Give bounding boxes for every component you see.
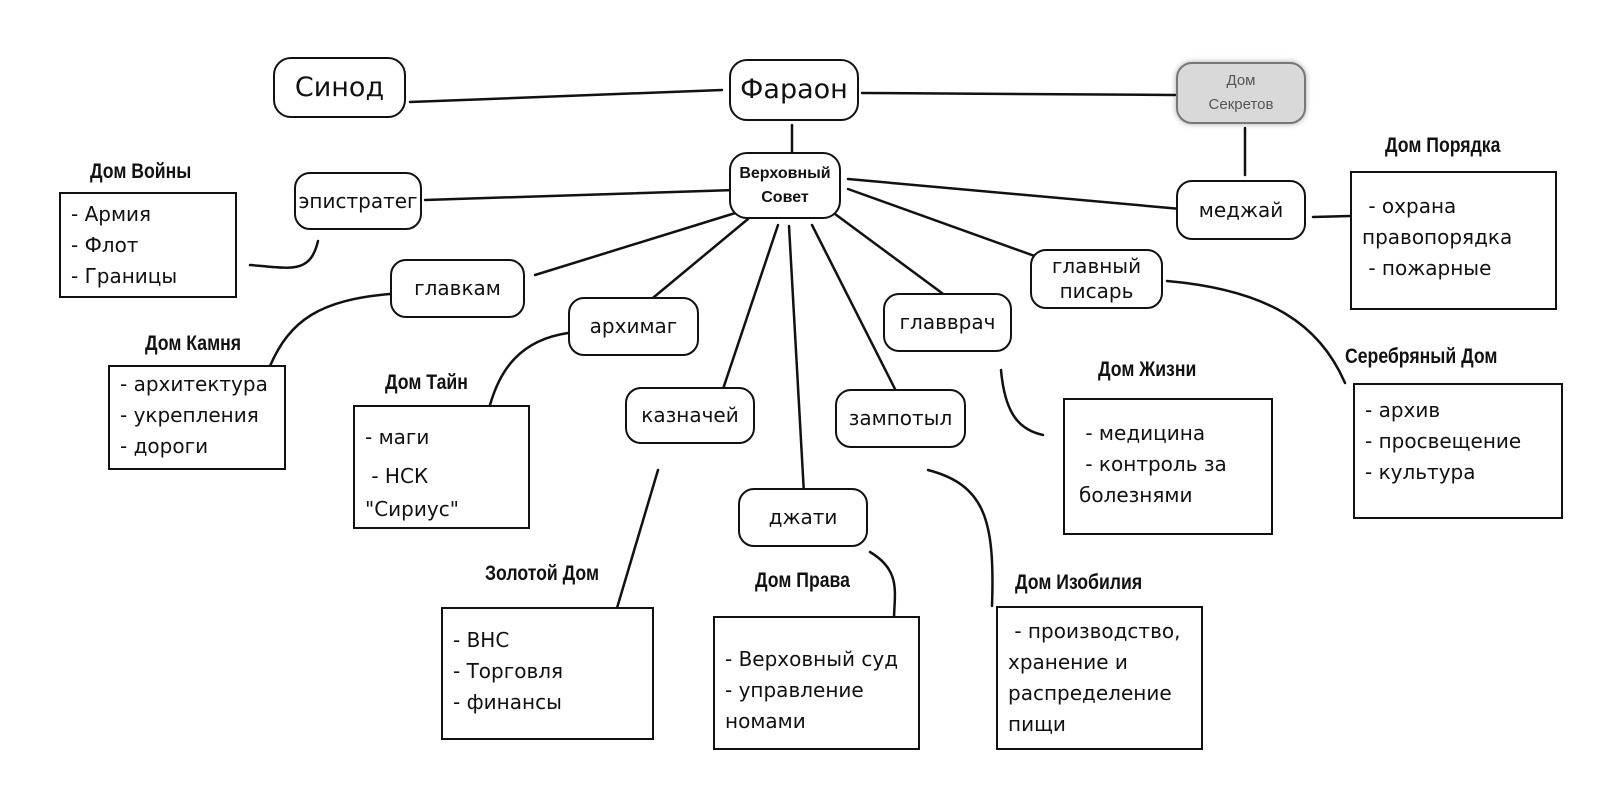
house-life-title: Дом Жизни (1098, 358, 1197, 381)
zampotyl-label: зампотыл (848, 406, 953, 430)
medjay-label: меджай (1198, 197, 1284, 222)
list-item: - охрана (1362, 194, 1457, 218)
link-council-zampotyl (810, 223, 899, 395)
list-item: - ВНС (453, 628, 510, 652)
house-secrets-box: - маги - НСК "Сириус" (353, 405, 530, 529)
list-item: - культура (1365, 460, 1476, 484)
house-gold-box: - ВНС - Торговля - финансы (441, 607, 654, 740)
glavvrach-node: главврач (883, 293, 1012, 352)
house-law-title: Дом Права (755, 569, 850, 592)
list-item: - Границы (71, 264, 178, 288)
list-item: "Сириус" (365, 497, 459, 521)
epistrateg-node: эпистратег (294, 172, 422, 230)
list-item: хранение и (1008, 650, 1128, 674)
kaznachey-node: казначей (625, 387, 755, 444)
djati-label: джати (768, 505, 838, 529)
list-item: - финансы (453, 690, 562, 714)
link-council-pisar (846, 187, 1045, 261)
list-item: - Флот (71, 233, 139, 257)
list-item: распределение (1008, 681, 1172, 705)
house-secrets-title: Дом Тайн (385, 371, 468, 394)
house-stone-title: Дом Камня (145, 332, 242, 355)
house-order-box: - охрана правопорядка - пожарные (1350, 171, 1557, 310)
link-kaznachey-gold (615, 468, 660, 610)
list-item: - пожарные (1362, 256, 1492, 280)
house-law-box: - Верховный суд - управление номами (713, 616, 920, 750)
list-item: - Армия (71, 202, 152, 226)
list-item: - архитектура (120, 372, 268, 396)
kaznachey-label: казначей (641, 403, 739, 427)
link-glavkam-stone (268, 292, 392, 368)
house-gold-title: Золотой Дом (485, 562, 600, 585)
pisar-line-1: главный (1051, 254, 1142, 278)
zampotyl-node: зампотыл (835, 389, 966, 448)
link-council-epistrateg (423, 188, 737, 202)
pisar-line-2: писарь (1059, 279, 1134, 303)
link-council-archimag (646, 217, 750, 304)
list-item: - маги (365, 425, 430, 449)
list-item: - управление (725, 678, 864, 702)
house-war-box: - Армия - Флот - Границы (59, 192, 237, 298)
glavkam-label: главкам (414, 276, 501, 300)
list-item: - дороги (120, 434, 209, 458)
link-council-glavvrach (833, 212, 952, 301)
medjay-node: меджай (1176, 180, 1306, 240)
council-line-1: Верховный (739, 165, 831, 183)
list-item: - производство, (1008, 619, 1181, 643)
link-council-glavkam (533, 208, 747, 277)
list-item: пищи (1008, 712, 1066, 736)
glavkam-node: главкам (390, 259, 525, 318)
link-epistrateg-war (248, 239, 320, 269)
list-item: - контроль за (1079, 452, 1227, 476)
synod-label: Синод (294, 71, 385, 103)
house-war-title: Дом Войны (90, 160, 192, 183)
list-item: номами (725, 709, 806, 733)
pharaoh-node: Фараон (729, 59, 859, 121)
link-glavvrach-life (999, 368, 1045, 437)
house-abundance-title: Дом Изобилия (1015, 571, 1143, 594)
link-zampotyl-abundance (926, 468, 994, 608)
link-council-djati (787, 224, 806, 496)
list-item: болезнями (1079, 483, 1193, 507)
house-life-box: - медицина - контроль за болезнями (1063, 398, 1273, 535)
house-order-title: Дом Порядка (1385, 134, 1501, 157)
glavvrach-label: главврач (899, 310, 996, 334)
list-item: - укрепления (120, 403, 259, 427)
link-medjay-order (1311, 214, 1352, 219)
list-item: правопорядка (1362, 225, 1513, 249)
list-item: - медицина (1079, 421, 1206, 445)
list-item: - НСК (365, 464, 429, 488)
list-item: - архив (1365, 398, 1441, 422)
epistrateg-label: эпистратег (298, 188, 418, 213)
house-abundance-box: - производство, хранение и распределение пи… (996, 606, 1203, 750)
house-silver-box: - архив - просвещение - культура (1353, 383, 1563, 519)
pharaoh-label: Фараон (740, 74, 848, 106)
council-line-2: Совет (761, 188, 809, 206)
list-item: - Верховный суд (725, 647, 899, 671)
secrets-line-2: Секретов (1208, 96, 1274, 113)
archimag-label: архимаг (589, 314, 678, 338)
link-pharaoh-secrets (860, 91, 1177, 97)
djati-node: джати (738, 488, 868, 547)
link-council-medjay (846, 177, 1183, 211)
list-item: - просвещение (1365, 429, 1522, 453)
link-pisar-silver (1165, 279, 1347, 385)
house-stone-box: - архитектура - укрепления - дороги (108, 365, 286, 470)
house-silver-title: Серебряный Дом (1345, 345, 1498, 368)
list-item: - Торговля (453, 659, 564, 683)
synod-node: Синод (273, 57, 406, 118)
link-djati-law (868, 550, 897, 619)
link-council-kaznachey (720, 223, 780, 394)
secrets-line-1: Дом (1226, 72, 1256, 89)
link-archimag-secrets (488, 331, 570, 407)
archimag-node: архимаг (568, 297, 699, 356)
link-synod-pharaoh (408, 88, 724, 104)
